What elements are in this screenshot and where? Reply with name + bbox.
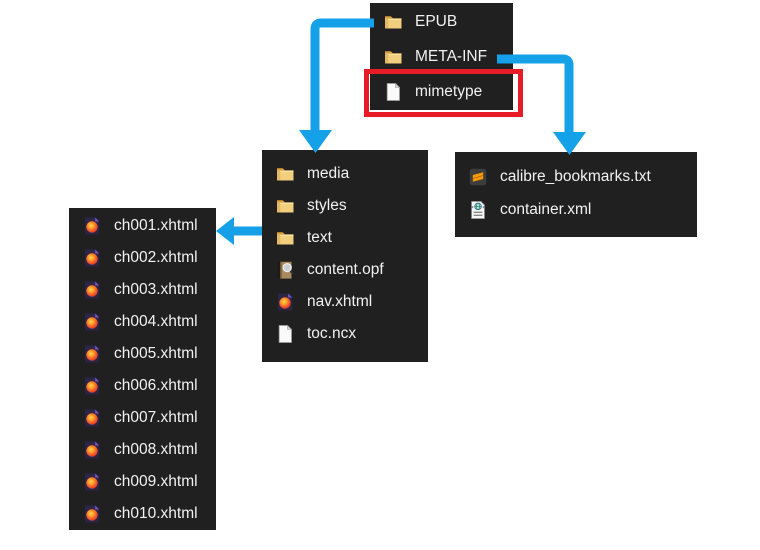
- file-row-toc-ncx[interactable]: toc.ncx: [262, 318, 428, 350]
- file-row-container-xml[interactable]: container.xml: [455, 193, 697, 226]
- arrow-text-to-contents: [216, 217, 262, 245]
- file-label: content.opf: [307, 261, 384, 279]
- file-label: mimetype: [415, 82, 483, 100]
- file-label: ch003.xhtml: [114, 281, 198, 299]
- folder-icon: [275, 164, 295, 184]
- panel-meta-inf-folder: calibre_bookmarks.txt container.xml: [455, 152, 697, 237]
- folder-icon: [383, 12, 403, 32]
- firefox-html-icon: [82, 376, 102, 396]
- sublime-text-icon: [468, 167, 488, 187]
- firefox-html-icon: [82, 440, 102, 460]
- file-label: ch008.xhtml: [114, 441, 198, 459]
- panel-epub-root: EPUB META-INF mimetype: [370, 3, 513, 110]
- firefox-html-icon: [82, 312, 102, 332]
- file-row-ch005-xhtml[interactable]: ch005.xhtml: [69, 338, 216, 370]
- firefox-html-icon: [82, 344, 102, 364]
- file-label: ch007.xhtml: [114, 409, 198, 427]
- ebook-icon: [275, 260, 295, 280]
- file-label: ch001.xhtml: [114, 217, 198, 235]
- file-label: EPUB: [415, 12, 458, 30]
- panel-epub-folder: media styles text content.opf nav.xhtml …: [262, 150, 428, 362]
- file-row-ch004-xhtml[interactable]: ch004.xhtml: [69, 306, 216, 338]
- file-label: toc.ncx: [307, 325, 357, 343]
- file-label: styles: [307, 197, 347, 215]
- folder-icon: [275, 196, 295, 216]
- file-row-nav-xhtml[interactable]: nav.xhtml: [262, 286, 428, 318]
- firefox-html-icon: [82, 472, 102, 492]
- file-row-content-opf[interactable]: content.opf: [262, 254, 428, 286]
- firefox-html-icon: [82, 408, 102, 428]
- file-row-ch002-xhtml[interactable]: ch002.xhtml: [69, 242, 216, 274]
- file-row-epub[interactable]: EPUB: [370, 4, 513, 39]
- file-row-ch001-xhtml[interactable]: ch001.xhtml: [69, 210, 216, 242]
- file-row-ch007-xhtml[interactable]: ch007.xhtml: [69, 402, 216, 434]
- file-row-text[interactable]: text: [262, 222, 428, 254]
- file-label: ch004.xhtml: [114, 313, 198, 331]
- file-row-media[interactable]: media: [262, 158, 428, 190]
- firefox-html-icon: [82, 248, 102, 268]
- file-row-meta-inf[interactable]: META-INF: [370, 39, 513, 74]
- file-label: ch002.xhtml: [114, 249, 198, 267]
- file-label: ch009.xhtml: [114, 473, 198, 491]
- file-row-ch010-xhtml[interactable]: ch010.xhtml: [69, 498, 216, 530]
- arrow-epub-to-contents: [299, 18, 374, 153]
- file-label: calibre_bookmarks.txt: [500, 167, 651, 185]
- file-label: text: [307, 229, 332, 247]
- file-label: ch005.xhtml: [114, 345, 198, 363]
- file-row-ch006-xhtml[interactable]: ch006.xhtml: [69, 370, 216, 402]
- file-row-ch003-xhtml[interactable]: ch003.xhtml: [69, 274, 216, 306]
- file-blank-icon: [275, 324, 295, 344]
- file-label: media: [307, 165, 350, 183]
- file-row-styles[interactable]: styles: [262, 190, 428, 222]
- firefox-html-icon: [275, 292, 295, 312]
- file-label: META-INF: [415, 47, 488, 65]
- firefox-html-icon: [82, 504, 102, 524]
- file-row-calibre-bookmarks-txt[interactable]: calibre_bookmarks.txt: [455, 160, 697, 193]
- folder-icon: [275, 228, 295, 248]
- firefox-html-icon: [82, 216, 102, 236]
- file-blank-icon: [383, 82, 403, 102]
- file-label: ch010.xhtml: [114, 505, 198, 523]
- folder-icon: [383, 47, 403, 67]
- file-row-ch009-xhtml[interactable]: ch009.xhtml: [69, 466, 216, 498]
- file-label: container.xml: [500, 200, 592, 218]
- file-label: ch006.xhtml: [114, 377, 198, 395]
- panel-text-folder: ch001.xhtml ch002.xhtml ch003.xhtml ch00…: [69, 208, 216, 530]
- file-row-mimetype[interactable]: mimetype: [370, 74, 513, 109]
- xml-doc-icon: [468, 200, 488, 220]
- firefox-html-icon: [82, 280, 102, 300]
- file-label: nav.xhtml: [307, 293, 373, 311]
- file-row-ch008-xhtml[interactable]: ch008.xhtml: [69, 434, 216, 466]
